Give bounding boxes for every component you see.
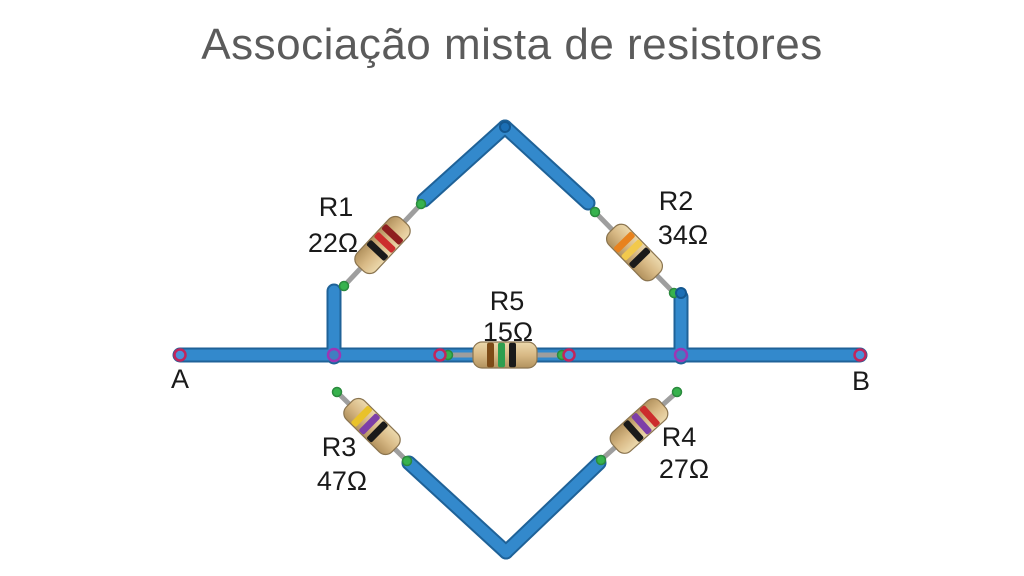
resistor-body: [609, 398, 669, 454]
resistor-value-label: 47Ω: [317, 466, 367, 496]
lead-connection-dot: [331, 386, 343, 398]
terminal-dot: [853, 348, 867, 362]
lead-connection-dot: [415, 198, 427, 210]
terminal-dot: [173, 348, 187, 362]
lead-connection-dot: [589, 206, 601, 218]
resistor-name-label: R2: [659, 186, 694, 216]
terminal-dot: [562, 348, 576, 362]
color-band: [623, 420, 644, 442]
lead-connection-dot: [671, 386, 683, 398]
color-band: [487, 342, 494, 368]
color-band: [359, 413, 380, 435]
terminal-label-b: B: [852, 366, 870, 396]
color-band: [381, 224, 403, 245]
resistor-r2: [593, 210, 676, 295]
color-band: [629, 247, 651, 269]
resistor-value-label: 22Ω: [308, 228, 358, 258]
color-band: [367, 421, 388, 443]
lead-connection-dot: [595, 454, 607, 466]
resistor-r1: [342, 202, 423, 288]
wire-segment: [403, 457, 512, 558]
resistor-value-label: 15Ω: [483, 317, 533, 347]
resistor-name-label: R3: [322, 432, 357, 462]
resistor-name-label: R5: [490, 286, 525, 316]
color-band: [614, 231, 635, 253]
resistor-r3: [335, 390, 409, 463]
terminal-label-a: A: [171, 364, 189, 394]
color-band: [509, 342, 516, 368]
lead-connection-dot: [338, 280, 350, 292]
resistor-value-label: 34Ω: [658, 220, 708, 250]
color-band: [621, 239, 643, 261]
color-band: [351, 406, 372, 427]
node-dot: [675, 287, 687, 299]
resistor-name-label: R1: [319, 192, 354, 222]
wire-segment: [418, 121, 511, 206]
lead-connection-dot: [401, 455, 413, 467]
wire-segment: [500, 457, 605, 558]
page-title: Associação mista de resistores: [201, 20, 823, 69]
node-dot: [499, 121, 511, 133]
terminal-dot: [433, 348, 447, 362]
resistor-name-label: R4: [662, 422, 697, 452]
color-band: [631, 413, 652, 435]
color-band: [639, 405, 660, 427]
color-band: [366, 240, 388, 261]
color-band: [498, 342, 505, 368]
wire-segment: [499, 121, 594, 209]
resistor-r5: [448, 341, 562, 369]
color-band: [374, 232, 396, 253]
junction-dot: [326, 347, 342, 363]
resistor-value-label: 27Ω: [659, 454, 709, 484]
resistor-r4: [599, 390, 679, 462]
junction-dot: [673, 347, 689, 363]
